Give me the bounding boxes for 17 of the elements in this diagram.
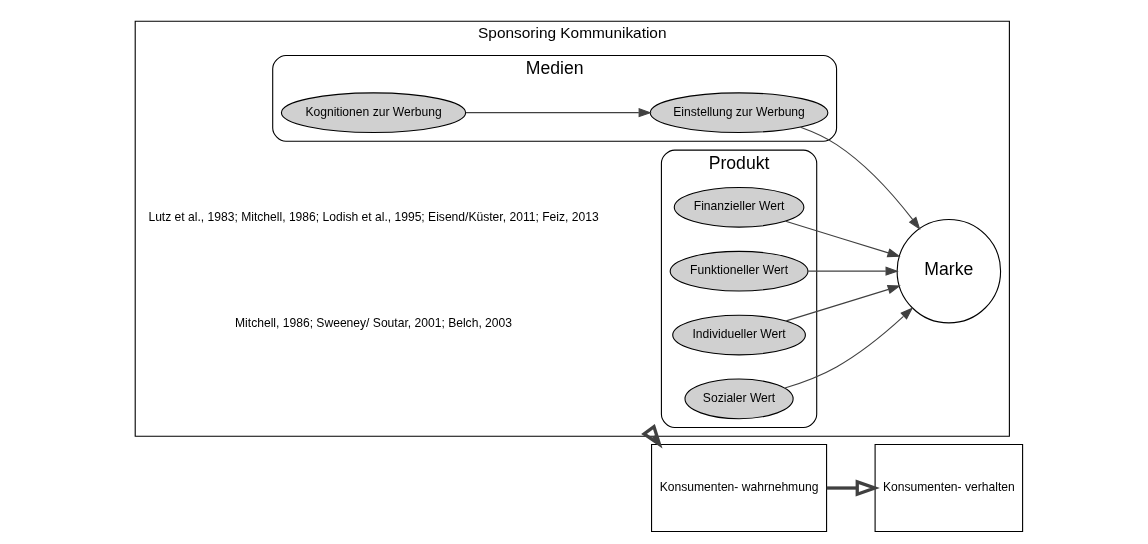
node-ellipse: Einstellung zur Werbung — [649, 92, 828, 134]
node-ellipse: Individueller Wert — [671, 314, 806, 356]
arrow — [799, 126, 920, 230]
arrow — [784, 220, 901, 258]
node-box: Konsumenten- wahrnehmung — [650, 444, 827, 533]
label: Mitchell, 1986; Sweeney/ Soutar, 2001; Belch, 2003 — [234, 316, 512, 331]
arrow — [783, 307, 913, 389]
node-ellipse: Sozialer Wert — [683, 378, 794, 420]
arrow — [826, 479, 880, 497]
node-ellipse: Kognitionen zur Werbung — [280, 92, 466, 134]
label: Lutz et al., 1983; Mitchell, 1986; Lodish et al., 1995; Eisend/Küster, 2011; Feiz, 2013 — [147, 210, 599, 225]
node-ellipse: Finanzieller Wert — [673, 186, 804, 228]
node-ellipse: Funktioneller Wert — [669, 250, 808, 292]
node-box: Konsumenten- verhalten — [874, 444, 1023, 533]
arrow — [785, 285, 901, 322]
arrow — [464, 108, 652, 118]
arrow — [807, 266, 899, 276]
